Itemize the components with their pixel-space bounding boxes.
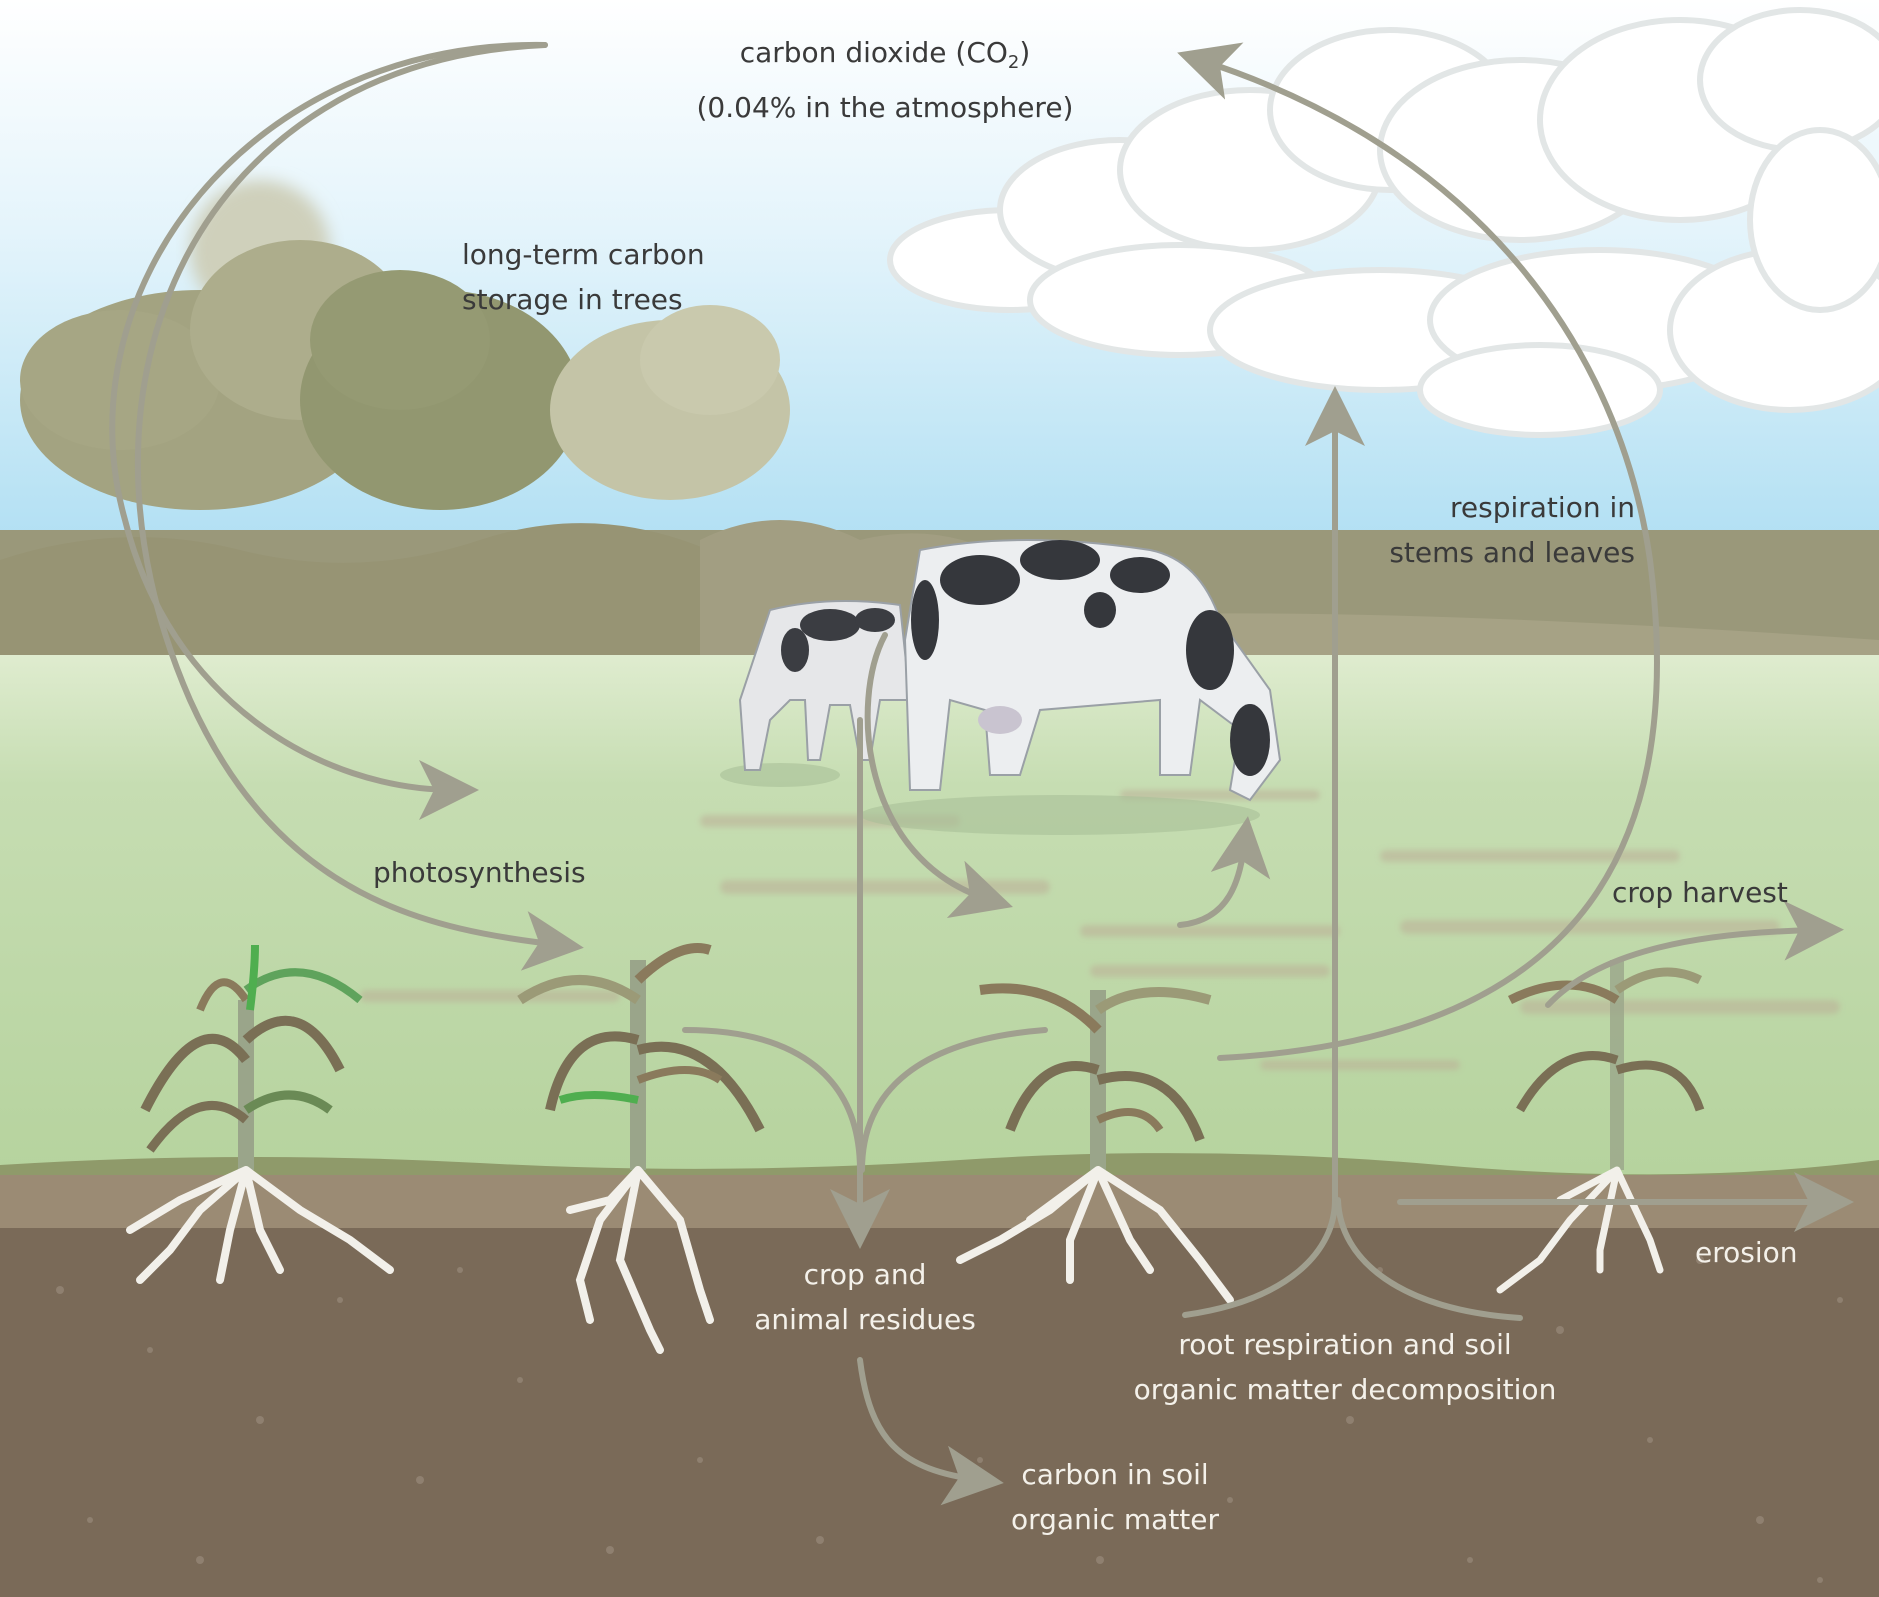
arrow-soil-carbon: [857, 1357, 1004, 1506]
residues-label: crop and animal residues: [740, 1252, 990, 1342]
residues-line-2: animal residues: [754, 1303, 976, 1336]
grass-edge: [0, 1153, 1879, 1180]
trees-label-line-1: long-term carbon: [462, 238, 705, 271]
plant-2: [517, 943, 765, 1354]
arrow-crop-harvest: [1545, 900, 1844, 1008]
respiration-stems-line-1: respiration in: [1450, 491, 1635, 524]
arrow-to-trees: [109, 41, 548, 820]
co2-label: carbon dioxide (CO2) (0.04% in the atmos…: [690, 30, 1080, 130]
residues-line-1: crop and: [803, 1258, 927, 1291]
co2-text: carbon dioxide (CO: [739, 36, 1008, 69]
soil-carbon-line-1: carbon in soil: [1021, 1458, 1209, 1491]
co2-percentage: (0.04% in the atmosphere): [696, 91, 1074, 124]
root-respiration-line-2: organic matter decomposition: [1133, 1373, 1557, 1406]
arrow-respiration-stems: [1177, 42, 1660, 1061]
respiration-stems-line-2: stems and leaves: [1389, 536, 1635, 569]
crop-harvest-text: crop harvest: [1612, 876, 1788, 909]
arrow-crop-residue-right: [859, 1027, 1048, 1173]
plant-1: [126, 944, 394, 1284]
co2-line-1: carbon dioxide (CO2): [690, 30, 1080, 85]
erosion-text: erosion: [1695, 1236, 1798, 1269]
trees-label: long-term carbon storage in trees: [462, 232, 705, 322]
arrow-cow-respiration: [1177, 816, 1271, 928]
soil-carbon-label: carbon in soil organic matter: [1000, 1452, 1230, 1542]
flow-arrows: [109, 41, 1854, 1506]
pasture-texture: [360, 790, 1840, 1070]
plant-3: [956, 983, 1234, 1304]
clouds: [887, 7, 1879, 438]
co2-close: ): [1019, 36, 1031, 69]
photosynthesis-text: photosynthesis: [373, 856, 586, 889]
arrow-root-resp-right: [1335, 1197, 1523, 1321]
soil-carbon-line-2: organic matter: [1010, 1503, 1220, 1536]
crop-harvest-label: crop harvest: [1612, 870, 1788, 915]
root-respiration-line-1: root respiration and soil: [1178, 1328, 1512, 1361]
erosion-label: erosion: [1695, 1230, 1798, 1275]
soil: [0, 1228, 1879, 1597]
arrow-crop-residue-left: [682, 1027, 863, 1173]
arrow-root-resp-left: [1182, 1197, 1338, 1318]
soil-specks: [56, 1256, 1843, 1583]
arrow-photosynthesis: [134, 42, 584, 971]
root-respiration-label: root respiration and soil organic matter…: [1130, 1322, 1560, 1412]
photosynthesis-label: photosynthesis: [373, 850, 586, 895]
trees-label-line-2: storage in trees: [462, 283, 683, 316]
arrow-to-cows: [864, 632, 1013, 919]
respiration-stems-label: respiration in stems and leaves: [1380, 485, 1635, 575]
co2-subscript: 2: [1007, 52, 1020, 73]
cows: [720, 539, 1282, 835]
